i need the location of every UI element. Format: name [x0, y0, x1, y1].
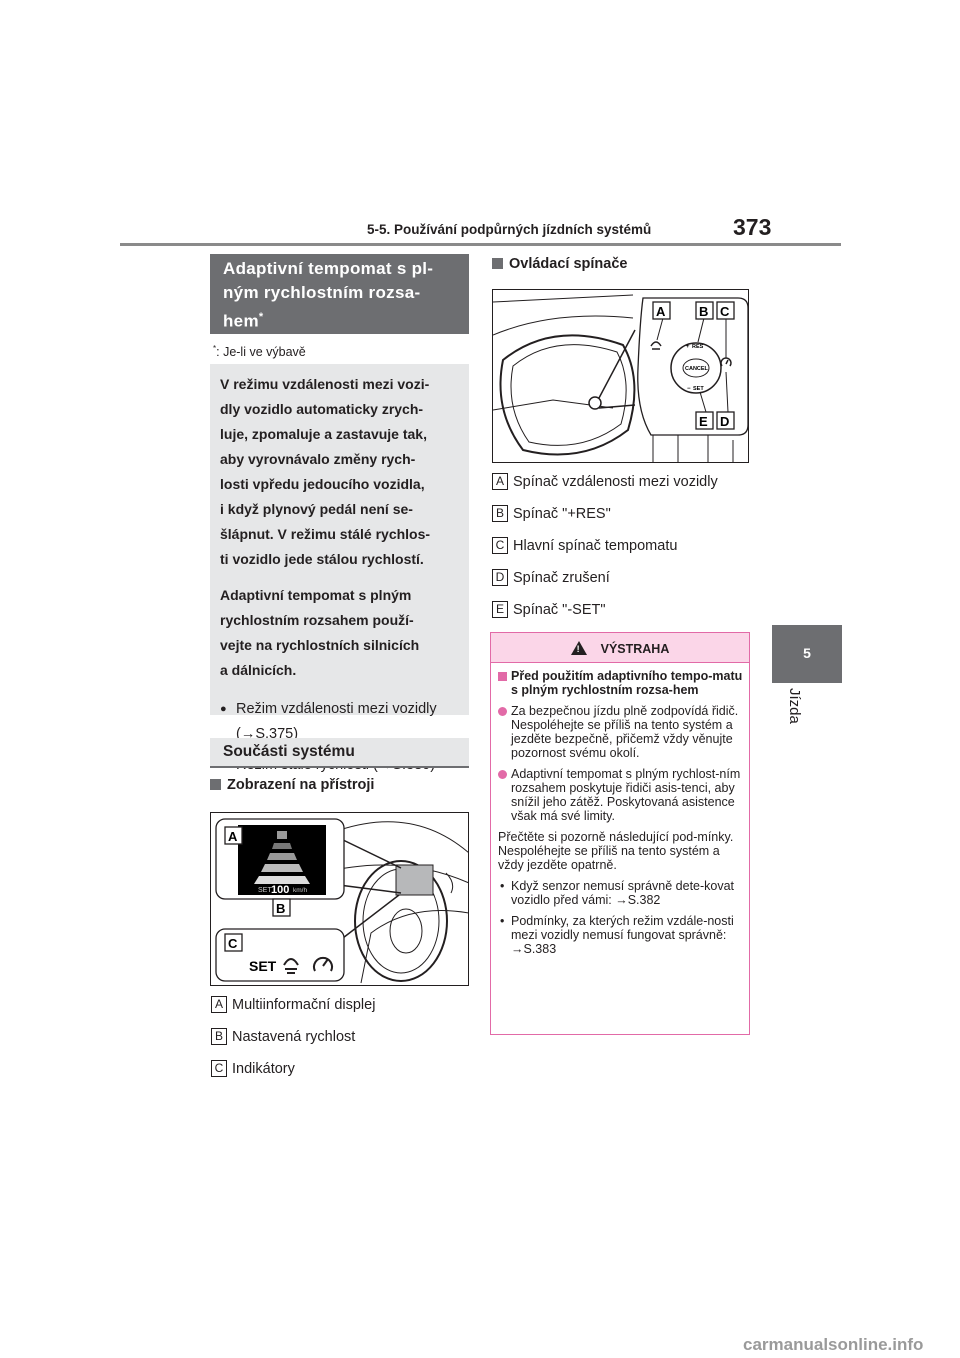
intro-line: Adaptivní tempomat s plným: [220, 587, 412, 603]
switches-illustration: CANCEL + RES − SET A B C E D: [493, 294, 748, 462]
instrument-figure: SET 100 km/h A B C SET: [210, 812, 469, 986]
chapter-tab: 5: [772, 625, 842, 683]
svg-text:+: +: [686, 344, 690, 350]
page-number: 373: [733, 214, 772, 240]
warning-item: Za bezpečnou jízdu plně zodpovídá řidič.…: [498, 704, 743, 760]
title-line-3: hem: [223, 311, 259, 331]
intro-line: V režimu vzdálenosti mezi vozi-: [220, 376, 430, 392]
warning-title: VÝSTRAHA: [600, 642, 670, 656]
title-line-2: ným rychlostním rozsa-: [223, 283, 421, 302]
title-asterisk: *: [258, 311, 264, 323]
warning-item: Adaptivní tempomat s plným rychlost-ním …: [498, 767, 743, 823]
instrument-illustration: SET 100 km/h A B C SET: [215, 818, 468, 984]
res-label: RES: [692, 344, 704, 350]
intro-line: losti vpředu jedoucího vozidla,: [220, 476, 425, 492]
warning-body: Před použitím adaptivního tempo-matu s p…: [491, 663, 749, 956]
intro-line: luje, zpomaluje a zastavuje tak,: [220, 426, 427, 442]
components-heading: Součásti systému: [210, 738, 469, 768]
warning-box: VÝSTRAHA Před použitím adaptivního tempo…: [490, 632, 750, 1035]
footnote-text: : Je-li ve výbavě: [216, 345, 306, 360]
cancel-label: CANCEL: [685, 366, 709, 372]
key-letter: B: [211, 1028, 227, 1045]
callout-d: D: [720, 414, 729, 429]
warning-icon: [570, 641, 587, 655]
intro-paragraph-1: V režimu vzdálenosti mezi vozi- dly vozi…: [220, 372, 461, 572]
intro-line: ti vozidlo jede stálou rychlostí.: [220, 551, 424, 567]
header-divider: [120, 243, 841, 246]
key-text: Spínač zrušení: [513, 570, 610, 586]
key-letter: A: [492, 473, 508, 490]
intro-line: a dálnicích.: [220, 662, 297, 678]
display-speed-unit: km/h: [293, 887, 307, 894]
key-letter: D: [492, 569, 508, 586]
key-letter: E: [492, 601, 508, 618]
key-text: Spínač "-SET": [513, 602, 606, 618]
display-subheading-text: Zobrazení na přístroji: [227, 777, 375, 793]
warning-condition-link[interactable]: Podmínky, za kterých režim vzdále-nosti …: [498, 914, 743, 956]
switches-subheading: Ovládací spínače: [492, 256, 627, 272]
key-text: Multiinformační displej: [232, 997, 376, 1013]
key-text: Indikátory: [232, 1061, 295, 1077]
set-label: SET: [693, 386, 704, 392]
key-letter: A: [211, 996, 227, 1013]
warning-subheading: Před použitím adaptivního tempo-matu s p…: [498, 669, 743, 697]
intro-line: dly vozidlo automaticky zrych-: [220, 401, 424, 417]
footnote-mark: *: [213, 344, 217, 353]
callout-c: C: [720, 304, 730, 319]
switches-figure: CANCEL + RES − SET A B C E D: [492, 289, 749, 463]
warning-condition-link[interactable]: Když senzor nemusí správně dete-kovat vo…: [498, 879, 743, 907]
key-text: Spínač "+RES": [513, 506, 611, 522]
key-text: Spínač vzdálenosti mezi vozidly: [513, 474, 718, 490]
display-speed-value: 100: [271, 884, 289, 896]
display-subheading: Zobrazení na přístroji: [210, 777, 374, 793]
intro-line: šlápnut. V režimu stálé rychlos-: [220, 526, 431, 542]
display-set-label: SET: [258, 887, 272, 894]
intro-line: vejte na rychlostních silnicích: [220, 637, 420, 653]
key-text: Hlavní spínač tempomatu: [513, 538, 678, 554]
distance-switch-icon: [650, 341, 662, 350]
svg-text:−: −: [687, 386, 691, 392]
callout-c: C: [228, 936, 238, 951]
intro-paragraph-2: Adaptivní tempomat s plným rychlostním r…: [220, 583, 461, 683]
intro-line: aby vyrovnávalo změny rych-: [220, 451, 416, 467]
key-text: Nastavená rychlost: [232, 1029, 356, 1045]
title-line-1: Adaptivní tempomat s pl-: [223, 259, 434, 278]
distance-indicator-icon: [283, 958, 299, 974]
cruise-indicator-icon: [313, 956, 333, 972]
article-title: Adaptivní tempomat s pl- ným rychlostním…: [210, 254, 469, 334]
switches-subheading-text: Ovládací spínače: [509, 256, 628, 272]
section-title: 5-5. Používání podpůrných jízdních systé…: [367, 222, 652, 237]
chapter-label: Jízda: [786, 688, 803, 724]
callout-a: A: [656, 304, 666, 319]
warning-header: VÝSTRAHA: [491, 633, 749, 663]
bullet-line: Režim vzdálenosti mezi vozidly: [236, 701, 437, 717]
footnote: *: Je-li ve výbavě: [213, 344, 306, 359]
key-letter: C: [211, 1060, 227, 1077]
intro-box: V režimu vzdálenosti mezi vozi- dly vozi…: [210, 364, 469, 778]
watermark: carmanualsonline.info: [743, 1335, 924, 1354]
callout-e: E: [699, 414, 708, 429]
intro-line: i když plynový pedál není se-: [220, 501, 413, 517]
intro-line: rychlostním rozsahem použí-: [220, 612, 414, 628]
callout-b: B: [276, 901, 285, 916]
callout-b: B: [699, 304, 708, 319]
indicator-set-text: SET: [249, 958, 277, 974]
key-letter: B: [492, 505, 508, 522]
warning-text: Přečtěte si pozorně následující pod-mínk…: [498, 830, 734, 872]
callout-a: A: [228, 829, 238, 844]
key-letter: C: [492, 537, 508, 554]
